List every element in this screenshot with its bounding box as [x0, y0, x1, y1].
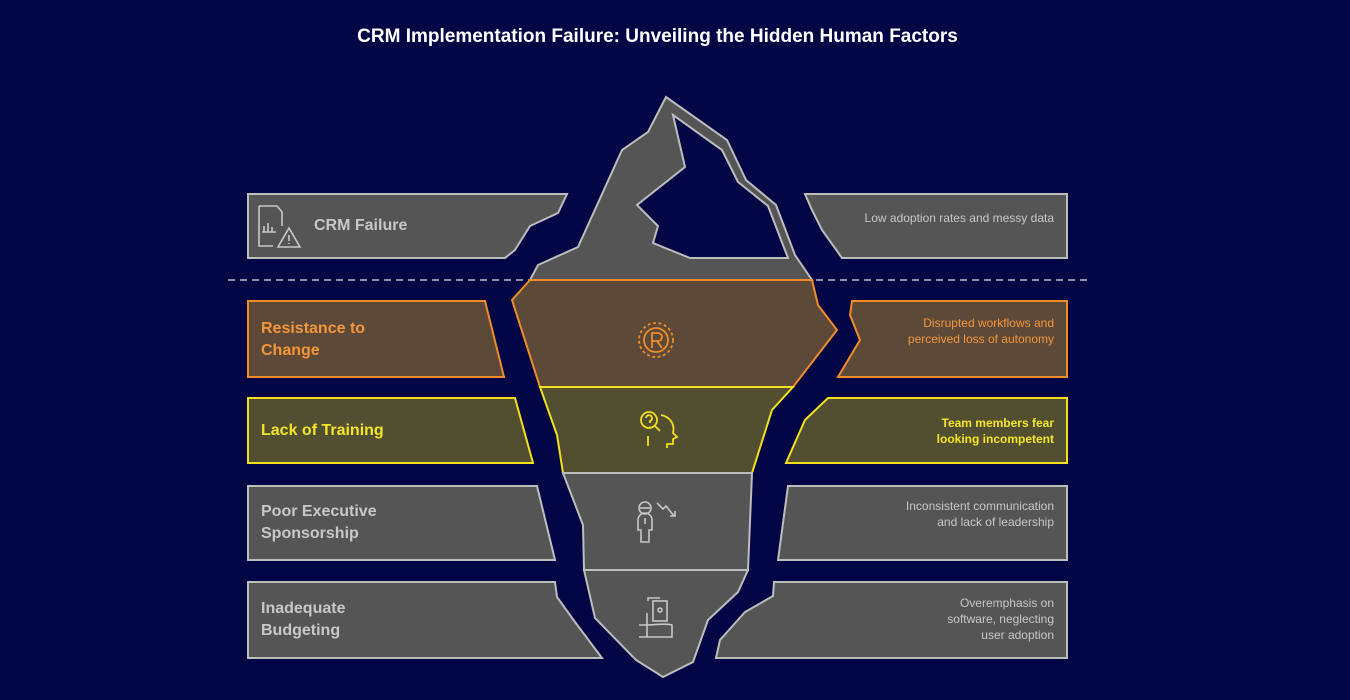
money-hand-icon — [639, 597, 673, 638]
desc-box-resistance — [836, 300, 1068, 378]
band-sponsorship — [561, 472, 754, 571]
level-label: Lack of Training — [261, 422, 384, 439]
level-label: CRM Failure — [314, 217, 408, 234]
box-crm-failure — [247, 193, 569, 259]
iceberg-notch — [635, 112, 790, 259]
level-label: Inadequate Budgeting — [261, 600, 346, 639]
band-resistance — [510, 279, 839, 388]
box-training — [247, 397, 535, 464]
level-description: Team members fear looking incompetent — [936, 416, 1054, 446]
gear-r-icon — [638, 322, 674, 358]
chart-warning-icon — [258, 205, 302, 248]
level-description: Disrupted workflows and perceived loss o… — [907, 316, 1054, 346]
desc-box-sponsorship — [776, 485, 1068, 561]
desc-box-crm-failure — [803, 193, 1068, 259]
diagram-title: CRM Implementation Failure: Unveiling th… — [357, 26, 958, 47]
person-down-trend-icon — [637, 501, 676, 543]
desc-box-budgeting — [714, 581, 1068, 659]
level-label: Resistance to Change — [261, 320, 366, 359]
level-description: Low adoption rates and messy data — [864, 211, 1054, 225]
level-description: Inconsistent communication and lack of l… — [905, 499, 1054, 529]
level-description: Overemphasis on software, neglecting use… — [947, 596, 1054, 642]
desc-box-training — [784, 397, 1068, 464]
box-resistance — [247, 300, 506, 378]
band-training — [538, 386, 796, 474]
box-budgeting — [247, 581, 604, 659]
box-sponsorship — [247, 485, 557, 561]
level-label: Poor Executive Sponsorship — [261, 503, 377, 542]
head-question-icon — [640, 411, 679, 448]
